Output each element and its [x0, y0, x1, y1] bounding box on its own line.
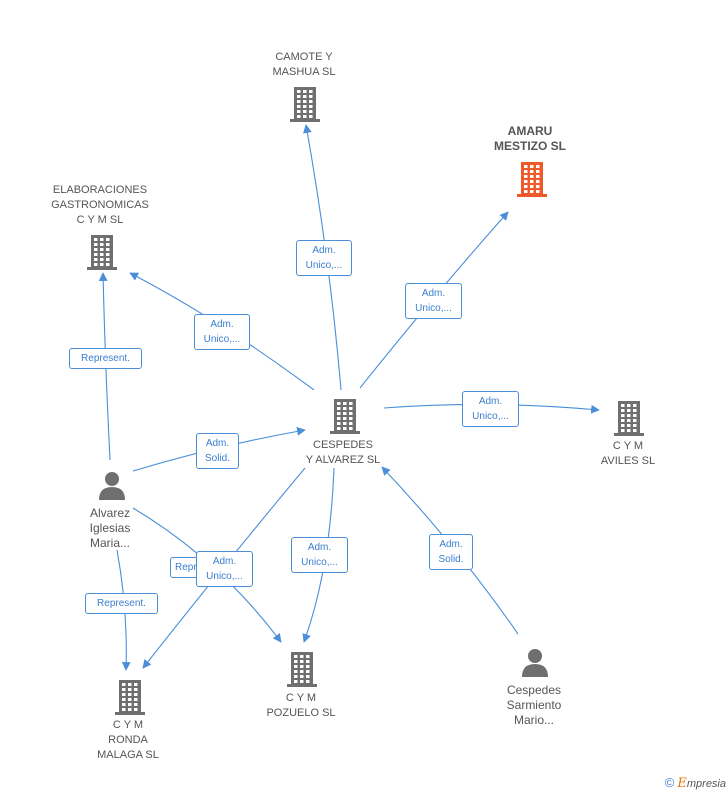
node-label-camote[interactable]: CAMOTE Y MASHUA SL [272, 51, 336, 78]
node-label-alvarez-person[interactable]: Alvarez Iglesias Maria... [89, 506, 131, 550]
brand-logo-letter: E [677, 776, 687, 791]
person-icon-cespedes [520, 647, 550, 682]
edge-label-to-ronda[interactable]: Adm. Unico,... [196, 551, 253, 587]
footer-brand: © Empresia [665, 775, 726, 791]
building-icon-cym-pozuelo [286, 651, 318, 692]
edge-label-alvarez-to-elaboraciones[interactable]: Represent. [69, 348, 142, 369]
building-icon-cym-aviles [613, 400, 645, 441]
edge-label-to-camote[interactable]: Adm. Unico,... [296, 240, 352, 276]
node-label-amaru[interactable]: AMARU MESTIZO SL [494, 124, 566, 153]
building-icon-amaru [516, 161, 548, 202]
copyright-symbol: © [664, 775, 675, 790]
node-label-elaboraciones[interactable]: ELABORACIONES GASTRONOMICAS C Y M SL [51, 184, 149, 226]
edge-label-alvarez-to-cespedes[interactable]: Adm. Solid. [196, 433, 239, 469]
node-label-cespedes-person[interactable]: Cespedes Sarmiento Mario... [506, 683, 562, 727]
building-icon-cespedes-alvarez [329, 398, 361, 439]
node-label-cym-ronda[interactable]: C Y M RONDA MALAGA SL [97, 719, 159, 761]
node-label-cym-pozuelo[interactable]: C Y M POZUELO SL [266, 692, 336, 719]
person-icon-alvarez [97, 470, 127, 505]
edge-label-cespedes-person[interactable]: Adm. Solid. [429, 534, 473, 570]
edge-label-to-pozuelo[interactable]: Adm. Unico,... [291, 537, 348, 573]
building-icon-cym-ronda [114, 679, 146, 720]
building-icon-elaboraciones [86, 234, 118, 275]
node-label-cespedes-alvarez[interactable]: CESPEDES Y ALVAREZ SL [305, 439, 381, 466]
edge-label-alvarez-to-ronda[interactable]: Represent. [85, 593, 158, 614]
node-label-cym-aviles[interactable]: C Y M AVILES SL [600, 440, 656, 467]
edge-label-to-aviles[interactable]: Adm. Unico,... [462, 391, 519, 427]
brand-logo-text: mpresia [686, 778, 726, 790]
edge-label-to-elaboraciones[interactable]: Adm. Unico,... [194, 314, 250, 350]
building-icon-camote [289, 86, 321, 127]
edge-label-to-amaru[interactable]: Adm. Unico,... [405, 283, 462, 319]
